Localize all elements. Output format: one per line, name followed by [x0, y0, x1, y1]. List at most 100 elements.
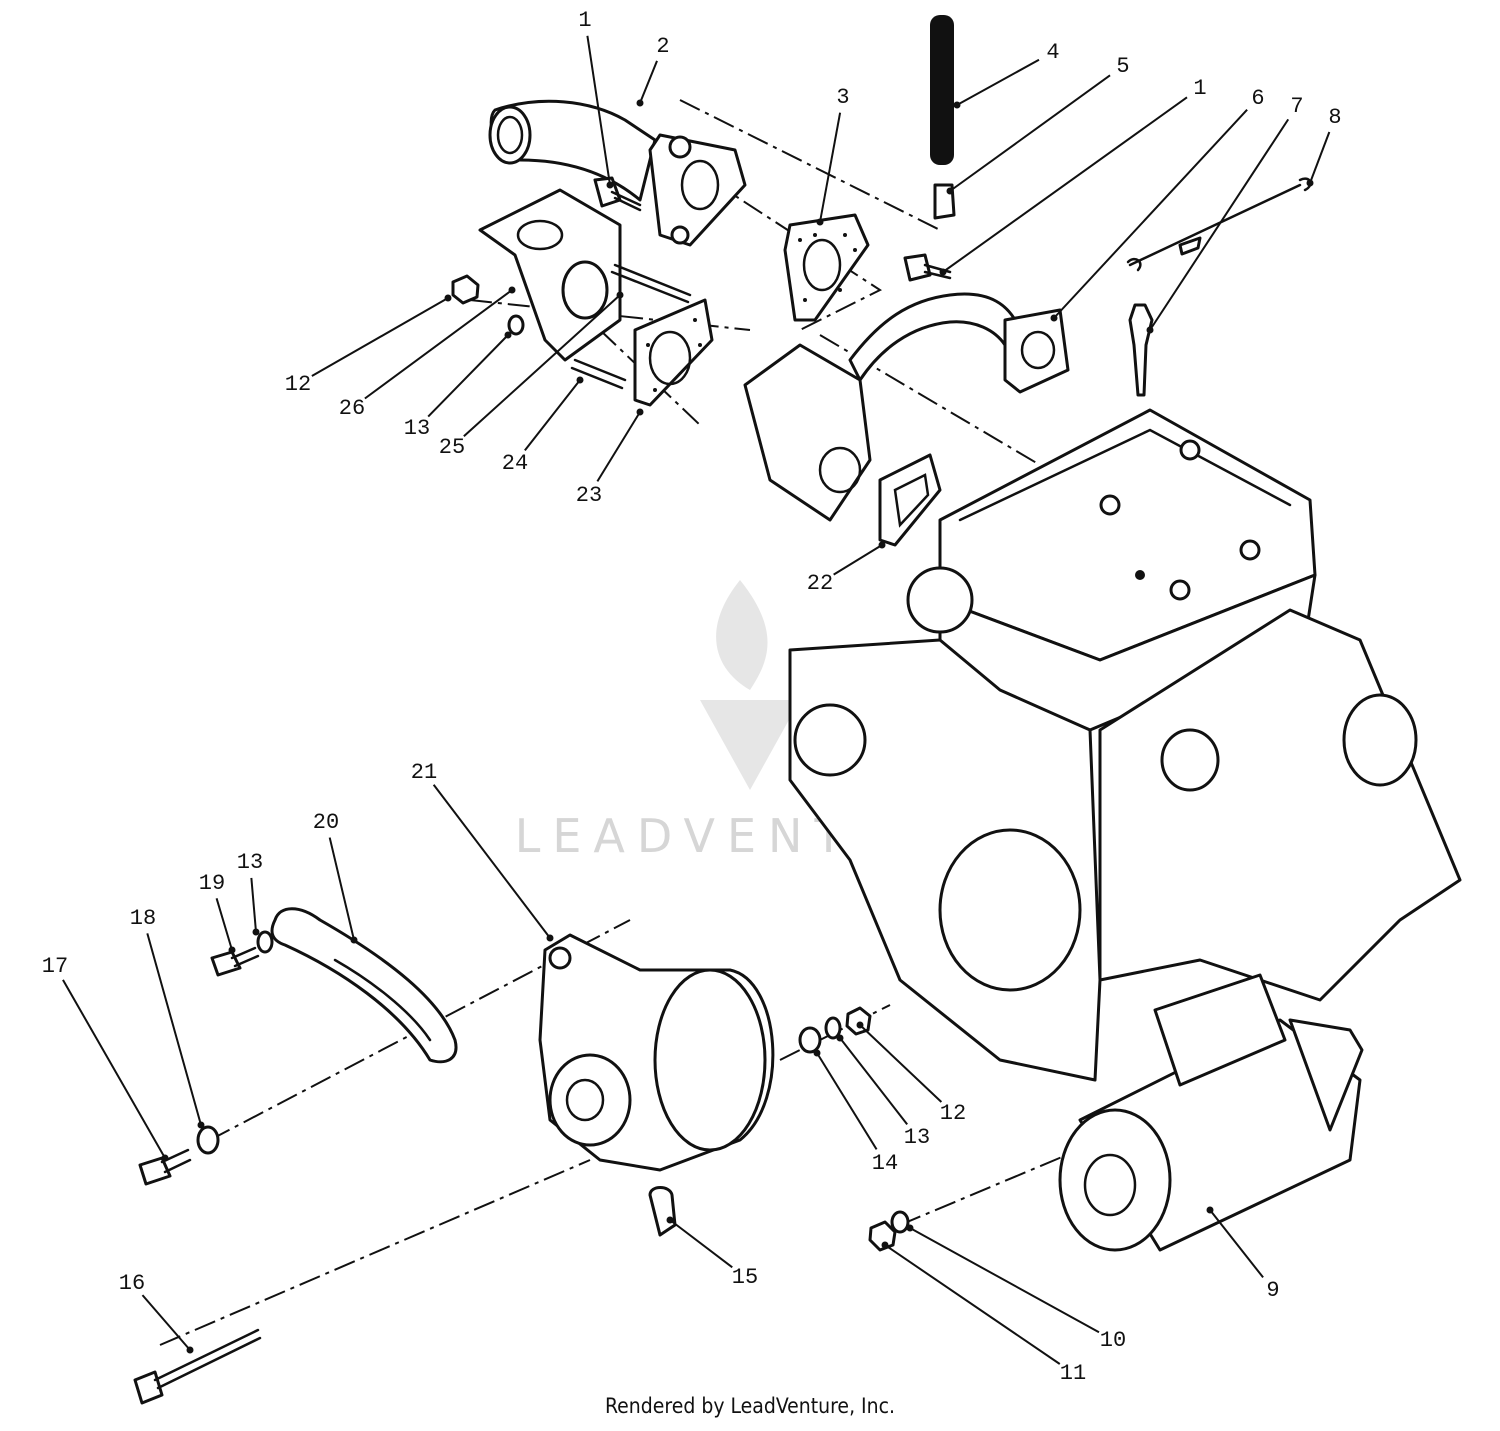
callout-number: 19: [199, 871, 225, 896]
callout-leader-dot: [508, 286, 516, 294]
callout-leader-dot: [1306, 179, 1314, 187]
callout-number: 26: [339, 396, 365, 421]
callout-leader-line: [639, 60, 658, 104]
hose: [930, 15, 954, 165]
thermostat-housing: [478, 188, 622, 362]
callout-leader-dot: [816, 218, 824, 226]
callout-leader-line: [1309, 131, 1331, 184]
callout-leader-line: [250, 877, 257, 933]
callout-leader-line: [432, 784, 551, 939]
callout-leader-line: [956, 58, 1040, 106]
callout-number: 9: [1266, 1278, 1279, 1303]
callout-leader-line: [524, 379, 581, 452]
gasket-23: [633, 298, 714, 407]
callout-number: 10: [1100, 1328, 1126, 1353]
callout-leader-line: [859, 1024, 943, 1103]
callout-leader-line: [141, 1294, 191, 1351]
callout-leader-line: [833, 544, 883, 576]
callout-leader-line: [884, 1244, 1061, 1365]
water-flange: [743, 343, 872, 522]
washer-14: [798, 1026, 822, 1054]
callout-leader-dot: [636, 408, 644, 416]
callout-leader-dot: [939, 268, 947, 276]
callout-leader-line: [586, 35, 611, 186]
callout-leader-dot: [546, 934, 554, 942]
callout-leader-line: [311, 297, 449, 377]
callout-leader-dot: [186, 1346, 194, 1354]
callout-number: 4: [1046, 40, 1059, 65]
callout-number: 6: [1251, 86, 1264, 111]
washer-13-bracket: [256, 930, 274, 954]
callout-number: 13: [404, 416, 430, 441]
callout-leader-line: [949, 74, 1111, 192]
callout-leader-line: [819, 112, 842, 223]
callout-leader-dot: [228, 946, 236, 954]
adjusting-bracket: [270, 907, 458, 1064]
gasket-22: [878, 453, 942, 547]
callout-number: 11: [1060, 1361, 1086, 1386]
callout-number: 24: [502, 451, 528, 476]
callout-number: 12: [940, 1101, 966, 1126]
callout-number: 1: [578, 8, 591, 33]
callout-number: 25: [439, 435, 465, 460]
callout-leader-dot: [836, 1034, 844, 1042]
callout-number: 17: [42, 954, 68, 979]
callout-leader-dot: [953, 101, 961, 109]
callout-number: 14: [872, 1151, 898, 1176]
callout-number: 15: [732, 1265, 758, 1290]
callout-leader-dot: [813, 1049, 821, 1057]
engine-block: [788, 408, 1462, 1082]
callout-leader-line: [669, 1219, 733, 1269]
nut-upper: [451, 274, 480, 305]
callout-leader-dot: [350, 936, 358, 944]
callout-leader-line: [839, 1037, 908, 1125]
wire-lead: [1126, 177, 1312, 272]
callout-number: 18: [130, 906, 156, 931]
callout-leader-dot: [666, 1216, 674, 1224]
callout-leader-dot: [606, 181, 614, 189]
starter-motor: [1058, 973, 1364, 1252]
callout-number: 20: [313, 810, 339, 835]
watermark-logo-icon: [700, 580, 800, 790]
nut-12-lower: [845, 1006, 872, 1036]
render-credit: Rendered by LeadVenture, Inc.: [605, 1394, 895, 1418]
washer-10: [890, 1210, 910, 1234]
callout-number: 13: [237, 850, 263, 875]
callout-leader-dot: [252, 928, 260, 936]
nut-11: [868, 1220, 897, 1252]
callout-leader-line: [1149, 118, 1290, 331]
callout-number: 13: [904, 1125, 930, 1150]
callout-number: 7: [1290, 94, 1303, 119]
callout-leader-dot: [1206, 1206, 1214, 1214]
callout-leader-dot: [1146, 326, 1154, 334]
callout-leader-line: [816, 1052, 878, 1150]
washer-upper: [507, 314, 525, 336]
callout-leader-dot: [504, 331, 512, 339]
washer-18: [196, 1125, 220, 1155]
callout-leader-line: [364, 289, 513, 400]
gasket-elbow: [783, 213, 870, 322]
bolt-upper-left: [593, 176, 642, 212]
alternator: [538, 933, 775, 1172]
callout-leader-dot: [906, 1224, 914, 1232]
callout-leader-line: [942, 96, 1188, 273]
callout-leader-line: [463, 294, 621, 438]
callout-leader-line: [328, 837, 355, 941]
callout-number: 3: [836, 85, 849, 110]
callout-leader-line: [1053, 109, 1248, 319]
callout-leader-dot: [616, 291, 624, 299]
callout-leader-dot: [444, 294, 452, 302]
callout-number: 22: [807, 571, 833, 596]
callout-leader-line: [909, 1227, 1100, 1334]
callout-number: 2: [656, 34, 669, 59]
callout-leader-line: [596, 411, 641, 482]
stud-25: [610, 263, 692, 304]
callout-leader-dot: [856, 1021, 864, 1029]
callout-leader-dot: [878, 541, 886, 549]
bypass-pipe: [848, 292, 1070, 394]
callout-number: 1: [1193, 76, 1206, 101]
callout-leader-line: [62, 979, 166, 1159]
bolt-upper-right: [903, 253, 952, 282]
callout-number: 21: [411, 760, 437, 785]
